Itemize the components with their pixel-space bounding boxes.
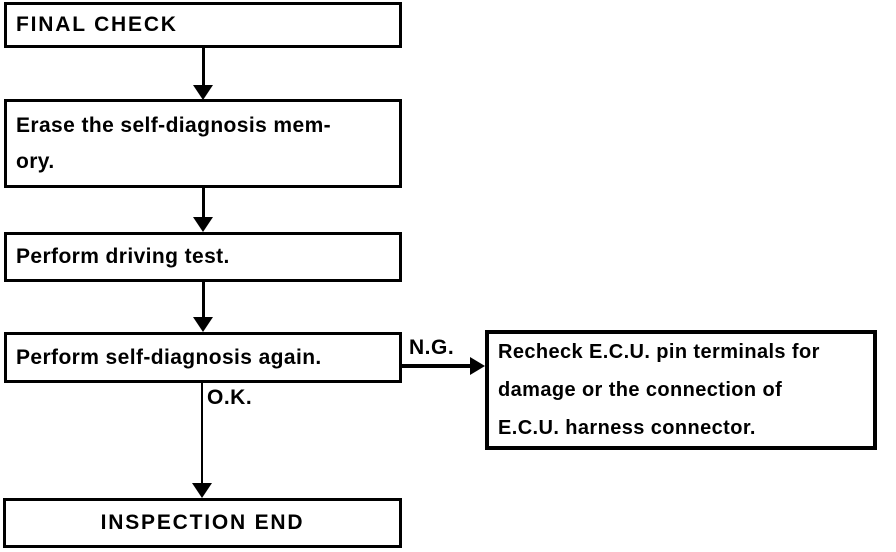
node-final-check-label: FINAL CHECK bbox=[16, 13, 178, 36]
node-self-diagnosis: Perform self-diagnosis again. bbox=[4, 332, 402, 383]
node-driving-test-label: Perform driving test. bbox=[16, 245, 230, 268]
arrow-erase-to-driving-shaft bbox=[202, 188, 205, 219]
node-recheck-ecu-line2: damage or the connection of bbox=[498, 379, 783, 401]
arrow-ok-to-end-shaft bbox=[201, 383, 203, 485]
edge-label-ok: O.K. bbox=[207, 386, 253, 409]
node-recheck-ecu: Recheck E.C.U. pin terminals for damage … bbox=[485, 330, 877, 450]
arrow-final-check-to-erase-shaft bbox=[202, 48, 205, 88]
node-final-check: FINAL CHECK bbox=[4, 2, 402, 48]
node-erase-memory: Erase the self-diagnosis mem- ory. bbox=[4, 99, 402, 188]
arrow-driving-to-selfdiag-shaft bbox=[202, 282, 205, 319]
arrow-final-check-to-erase-head bbox=[193, 85, 213, 100]
node-erase-memory-line1: Erase the self-diagnosis mem- bbox=[16, 113, 332, 137]
node-erase-memory-line2: ory. bbox=[16, 149, 55, 173]
node-recheck-ecu-line3: E.C.U. harness connector. bbox=[498, 417, 756, 439]
node-driving-test: Perform driving test. bbox=[4, 232, 402, 282]
node-self-diagnosis-label: Perform self-diagnosis again. bbox=[16, 345, 322, 369]
arrow-ok-to-end-head bbox=[192, 483, 212, 498]
arrow-ng-to-recheck-head bbox=[470, 357, 485, 375]
arrow-erase-to-driving-head bbox=[193, 217, 213, 232]
arrow-driving-to-selfdiag-head bbox=[193, 317, 213, 332]
arrow-ng-to-recheck-shaft bbox=[402, 364, 471, 368]
node-inspection-end-label: INSPECTION END bbox=[100, 511, 305, 534]
node-recheck-ecu-line1: Recheck E.C.U. pin terminals for bbox=[498, 341, 820, 363]
node-inspection-end: INSPECTION END bbox=[3, 498, 402, 548]
edge-label-ng: N.G. bbox=[409, 336, 455, 359]
